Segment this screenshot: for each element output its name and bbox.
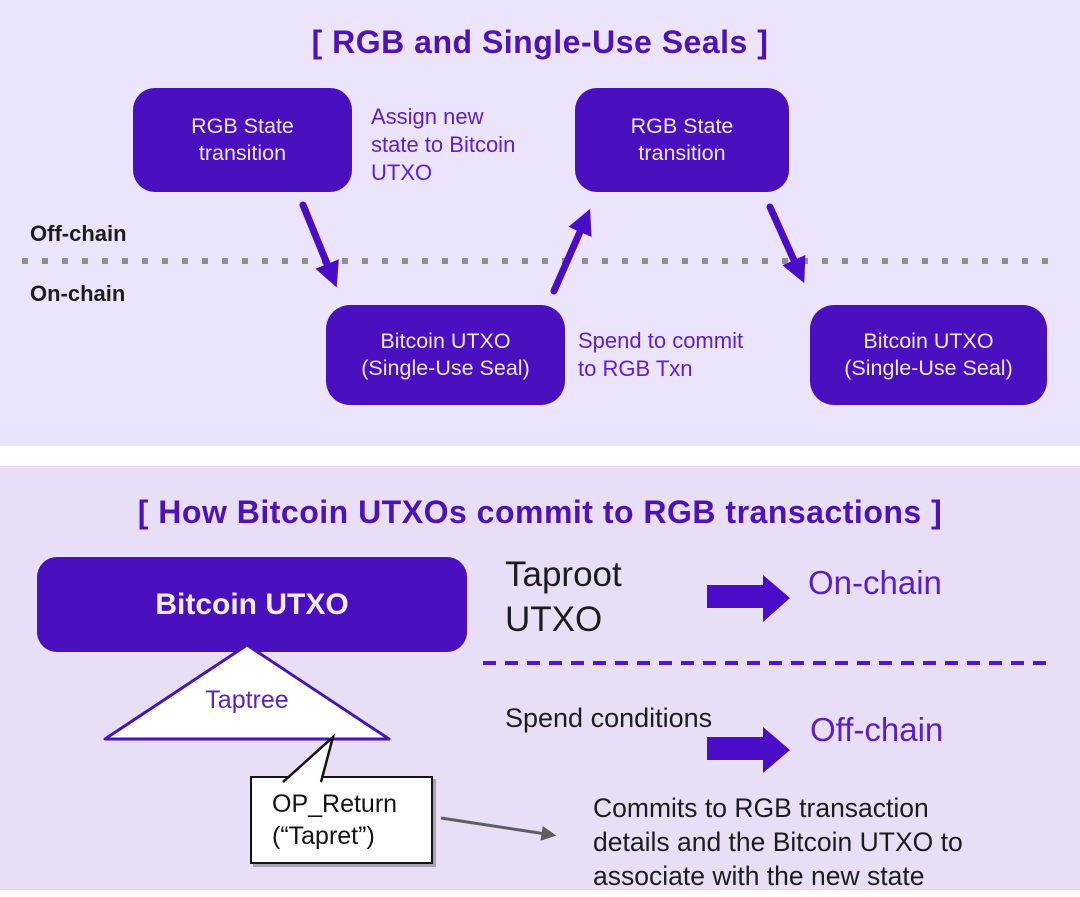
block-arrow-right-icon-offchain [707, 727, 790, 773]
rgb-single-use-seals-panel: [ RGB and Single-Use Seals ] RGB State t… [0, 0, 1080, 446]
rgb-state-transition-label-1: RGB State transition [191, 114, 294, 165]
commits-note: Commits to RGB transaction details and t… [593, 793, 963, 891]
on-chain-label-top: On-chain [30, 281, 126, 306]
on-chain-label-bottom: On-chain [808, 564, 942, 601]
bitcoin-utxo-seal-box-1: Bitcoin UTXO (Single-Use Seal) [326, 305, 565, 405]
block-arrow-right-icon-onchain [707, 575, 790, 622]
taproot-utxo-label: Taproot UTXO [505, 555, 622, 639]
taptree-label: Taptree [205, 686, 289, 714]
bitcoin-utxo-seal-label-2: Bitcoin UTXO (Single-Use Seal) [844, 329, 1013, 380]
op-return-label: OP_Return (“Tapret”) [272, 790, 398, 850]
bitcoin-utxo-seal-box-2: Bitcoin UTXO (Single-Use Seal) [810, 305, 1047, 405]
bitcoin-utxo-box-label: Bitcoin UTXO [155, 587, 349, 621]
rgb-state-transition-label-2: RGB State transition [630, 114, 734, 165]
rgb-state-transition-box-2: RGB State transition [575, 88, 789, 192]
op-return-bubble: OP_Return (“Tapret”) [250, 776, 433, 864]
bitcoin-utxo-box: Bitcoin UTXO [37, 557, 467, 652]
chain-divider-dotted-line [22, 258, 1060, 264]
arrow-right-icon-gray-pointer [440, 816, 557, 841]
bottom-panel-title: [ How Bitcoin UTXOs commit to RGB transa… [137, 494, 943, 530]
spend-to-commit-note: Spend to commit to RGB Txn [578, 328, 744, 381]
utxo-commit-panel: [ How Bitcoin UTXOs commit to RGB transa… [0, 466, 1080, 891]
top-panel-title: [ RGB and Single-Use Seals ] [311, 24, 769, 60]
rgb-state-transition-box-1: RGB State transition [133, 88, 352, 192]
off-chain-label-bottom: Off-chain [810, 711, 944, 748]
bitcoin-utxo-seal-label-1: Bitcoin UTXO (Single-Use Seal) [361, 329, 530, 380]
spend-conditions-label: Spend conditions [505, 703, 713, 733]
assign-new-state-note: Assign new state to Bitcoin UTXO [371, 104, 516, 185]
off-chain-label-top: Off-chain [30, 221, 127, 246]
